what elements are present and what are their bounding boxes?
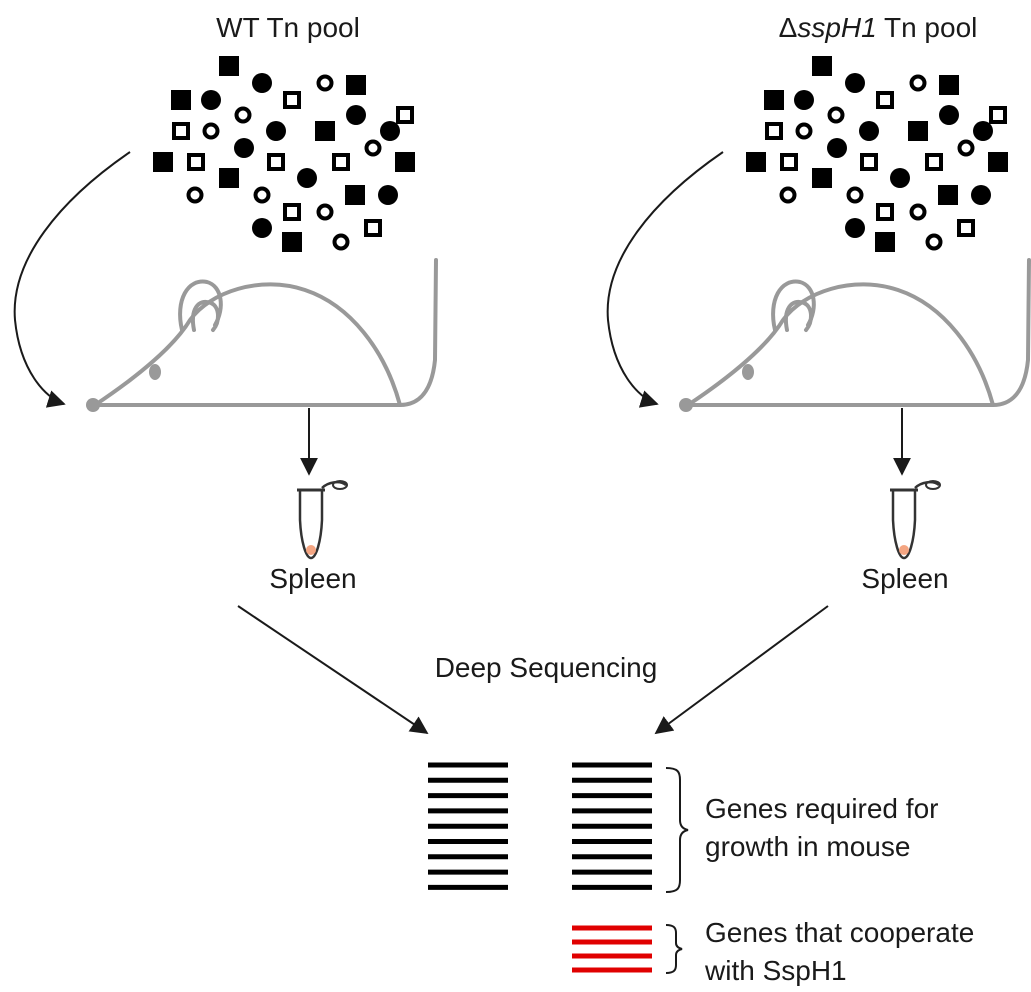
filled-circle-marker <box>973 121 993 141</box>
open-square-marker <box>283 91 301 109</box>
open-square-marker <box>187 153 205 171</box>
filled-square-marker <box>171 90 191 110</box>
cooperating-gene-bars <box>572 925 652 973</box>
gene-name: sspH1 <box>797 12 877 43</box>
filled-square-marker <box>282 232 302 252</box>
open-square-marker <box>283 203 301 221</box>
mutant-pool-title: ΔsspH1 Tn pool <box>779 12 978 44</box>
required-genes-line1: Genes required for <box>705 793 939 824</box>
open-square-marker <box>925 153 943 171</box>
filled-square-marker <box>219 56 239 76</box>
mutant-pool-suffix: Tn pool <box>876 12 978 43</box>
spleen-label-right: Spleen <box>861 563 949 594</box>
open-circle-marker <box>779 186 797 204</box>
mutant-sequencing-bars <box>572 762 652 890</box>
filled-circle-marker <box>845 218 865 238</box>
filled-circle-marker <box>971 185 991 205</box>
filled-square-marker <box>764 90 784 110</box>
open-circle-marker <box>925 233 943 251</box>
open-square-marker <box>765 122 783 140</box>
open-square-marker <box>396 106 414 124</box>
open-circle-marker <box>186 186 204 204</box>
open-square-marker <box>332 153 350 171</box>
filled-square-marker <box>812 168 832 188</box>
filled-circle-marker <box>939 105 959 125</box>
filled-circle-marker <box>845 73 865 93</box>
wt-sequencing-bars <box>428 762 508 890</box>
filled-circle-marker <box>890 168 910 188</box>
filled-circle-marker <box>859 121 879 141</box>
open-circle-marker <box>316 74 334 92</box>
deep-sequencing-label: Deep Sequencing <box>434 652 658 683</box>
open-square-marker <box>364 219 382 237</box>
filled-square-marker <box>219 168 239 188</box>
filled-square-marker <box>938 185 958 205</box>
mouse-left <box>86 258 438 412</box>
spleen-tube-left <box>297 480 348 560</box>
delta-symbol: Δ <box>778 12 798 43</box>
open-square-marker <box>876 203 894 221</box>
filled-square-marker <box>746 152 766 172</box>
open-circle-marker <box>909 203 927 221</box>
sspH1-tn-pool-markers <box>746 56 1008 252</box>
filled-square-marker <box>315 121 335 141</box>
spleen-label-left: Spleen <box>269 563 357 594</box>
filled-square-marker <box>346 75 366 95</box>
open-circle-marker <box>253 186 271 204</box>
open-square-marker <box>172 122 190 140</box>
filled-circle-marker <box>346 105 366 125</box>
filled-circle-marker <box>201 90 221 110</box>
filled-circle-marker <box>794 90 814 110</box>
cooperate-genes-bracket <box>665 924 683 974</box>
open-circle-marker <box>827 106 845 124</box>
open-square-marker <box>876 91 894 109</box>
open-circle-marker <box>364 139 382 157</box>
open-square-marker <box>957 219 975 237</box>
sequencing-arrow-right <box>654 605 829 735</box>
filled-circle-marker <box>378 185 398 205</box>
filled-square-marker <box>812 56 832 76</box>
filled-circle-marker <box>252 73 272 93</box>
required-genes-bracket <box>665 767 689 893</box>
open-circle-marker <box>332 233 350 251</box>
filled-circle-marker <box>266 121 286 141</box>
required-genes-line2: growth in mouse <box>705 831 911 862</box>
open-circle-marker <box>909 74 927 92</box>
open-circle-marker <box>846 186 864 204</box>
mouse-right <box>679 258 1031 412</box>
open-square-marker <box>989 106 1007 124</box>
open-circle-marker <box>795 122 813 140</box>
open-square-marker <box>860 153 878 171</box>
open-circle-marker <box>957 139 975 157</box>
open-circle-marker <box>202 122 220 140</box>
open-circle-marker <box>316 203 334 221</box>
open-square-marker <box>780 153 798 171</box>
filled-square-marker <box>939 75 959 95</box>
cooperate-genes-line2: with SspH1 <box>705 955 847 986</box>
wt-pool-title: WT Tn pool <box>216 12 360 43</box>
filled-square-marker <box>345 185 365 205</box>
filled-square-marker <box>395 152 415 172</box>
filled-circle-marker <box>380 121 400 141</box>
filled-circle-marker <box>827 138 847 158</box>
open-square-marker <box>267 153 285 171</box>
filled-square-marker <box>875 232 895 252</box>
filled-circle-marker <box>252 218 272 238</box>
spleen-tube-right <box>890 480 941 560</box>
cooperate-genes-line1: Genes that cooperate <box>705 917 975 948</box>
wt-tn-pool-markers <box>153 56 415 252</box>
sequencing-arrow-left <box>237 605 429 735</box>
filled-square-marker <box>908 121 928 141</box>
inoculation-arrow-left <box>13 151 131 408</box>
open-circle-marker <box>234 106 252 124</box>
filled-square-marker <box>988 152 1008 172</box>
inoculation-arrow-right <box>606 151 724 408</box>
filled-circle-marker <box>297 168 317 188</box>
filled-circle-marker <box>234 138 254 158</box>
filled-square-marker <box>153 152 173 172</box>
